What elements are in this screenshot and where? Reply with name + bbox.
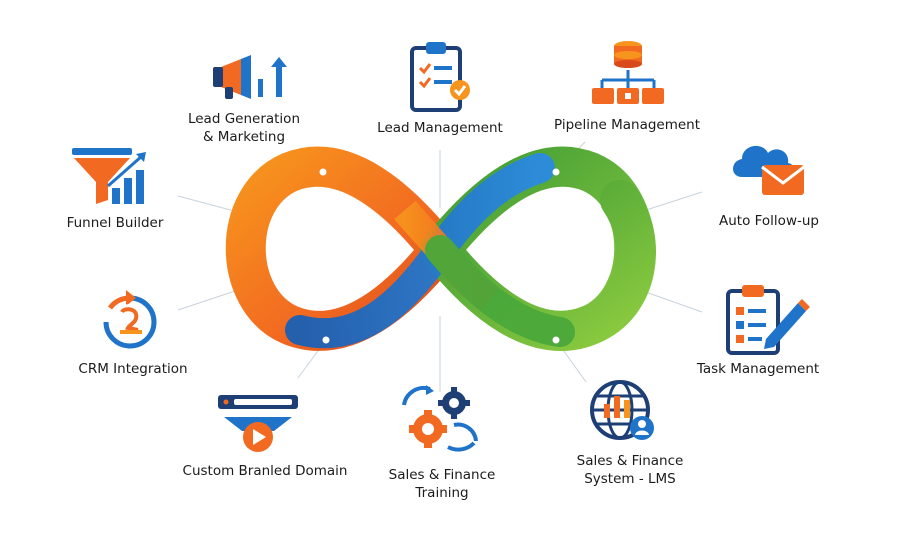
node-label-lead-generation: Lead Generation& Marketing	[187, 111, 301, 145]
globe-user-icon	[590, 380, 654, 440]
gears-icon	[402, 385, 478, 452]
database-hierarchy-icon	[592, 41, 664, 104]
crm-cycle-icon	[103, 290, 157, 349]
node-label-custom-branded-domain: Custom Branled Domain	[182, 463, 348, 479]
clipboard-check-icon	[410, 42, 470, 112]
node-label-auto-follow-up: Auto Follow-up	[719, 213, 819, 229]
clipboard-pencil-icon	[726, 285, 810, 355]
browser-play-icon	[218, 395, 298, 452]
node-label-task-management: Task Management	[696, 361, 820, 377]
node-label-pipeline-management: Pipeline Management	[553, 117, 701, 133]
node-label-lead-management: Lead Management	[377, 120, 503, 136]
megaphone-icon	[213, 55, 287, 99]
node-label-crm-integration: CRM Integration	[78, 361, 188, 377]
funnel-chart-icon	[72, 148, 146, 204]
infinity-symbol	[225, 146, 656, 351]
cloud-mail-icon	[733, 145, 805, 195]
node-label-funnel-builder: Funnel Builder	[66, 215, 164, 231]
